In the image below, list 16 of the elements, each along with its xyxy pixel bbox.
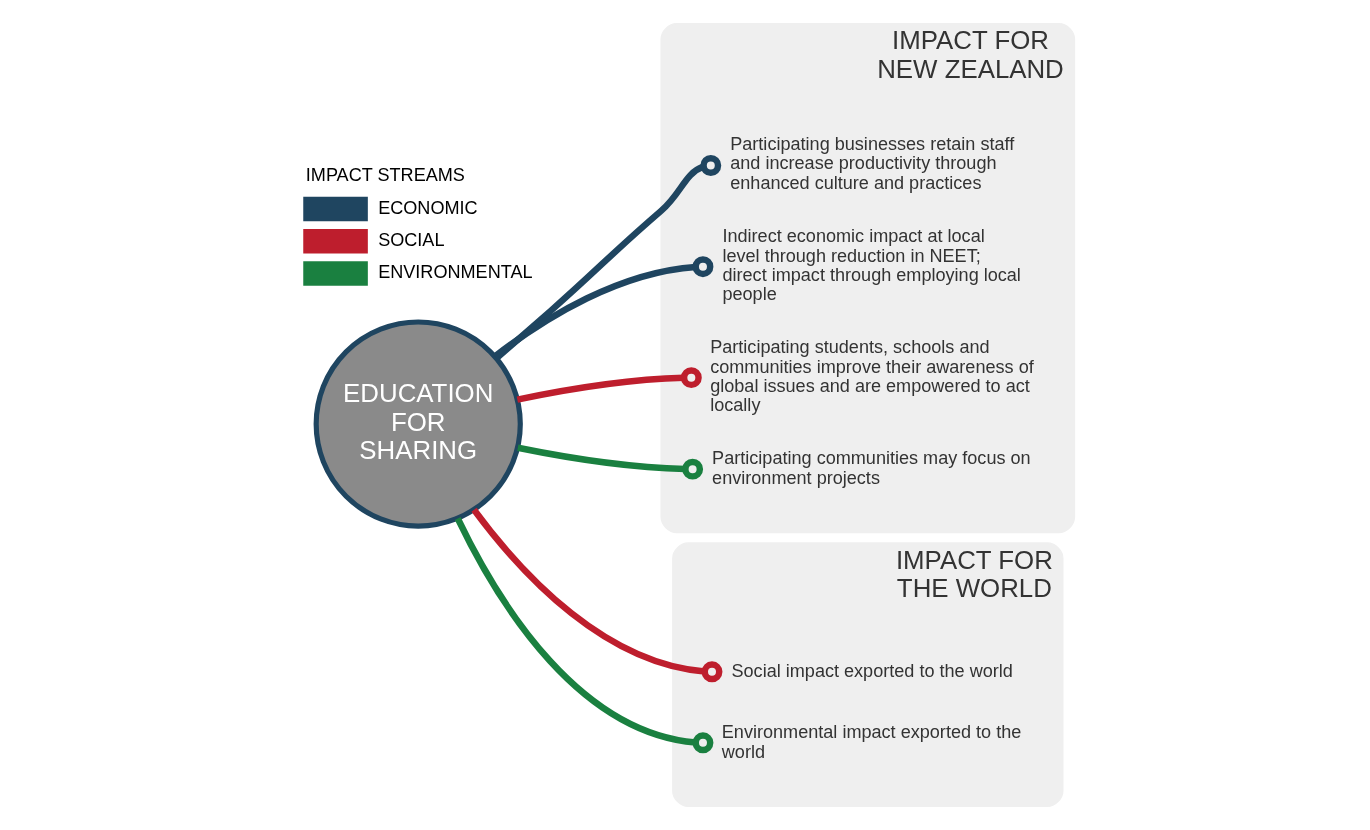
connector	[471, 507, 723, 683]
node-text: Social impact exported to the world	[731, 660, 1013, 681]
node-text: Participating students, schools and communities improve their awareness of global issues and are empowered to act locally	[710, 337, 1034, 416]
node-circle: EDUCATION FOR SHARING	[313, 319, 523, 529]
connector	[517, 444, 704, 480]
legend-label: SOCIAL	[378, 230, 445, 251]
legend-label: ECONOMIC	[378, 197, 478, 218]
connector	[494, 155, 722, 361]
legend-label: ENVIRONMENTAL	[378, 262, 533, 283]
node-text: Indirect economic impact at local level through reduction in NEET; direct impact through employing local people	[722, 226, 1021, 305]
connector	[454, 517, 714, 754]
node-text: Participating communities may focus on environment projects	[712, 448, 1031, 488]
label: IMPACT STREAMS	[305, 165, 465, 186]
node-text: Participating businesses retain staff and increase productivity through enhanced culture and practices	[730, 133, 1015, 193]
node-text: Environmental impact exported to the world	[721, 722, 1022, 762]
connector	[516, 367, 702, 403]
